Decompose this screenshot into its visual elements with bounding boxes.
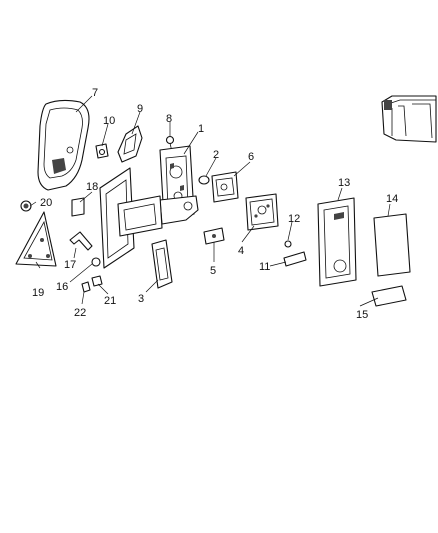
callout-20: 20 <box>40 197 52 209</box>
callout-13: 13 <box>338 177 350 189</box>
callout-8: 8 <box>166 113 172 125</box>
callout-17: 17 <box>64 259 76 271</box>
mirror-arm-part <box>159 195 199 225</box>
callout-12: 12 <box>288 213 300 225</box>
clip-part <box>95 143 109 159</box>
arm-cover-part <box>151 239 173 289</box>
wire-clip-part <box>69 231 93 251</box>
mirror-glass-part <box>373 213 411 277</box>
callout-19: 19 <box>32 287 44 299</box>
mount-screw-part <box>284 240 292 248</box>
callout-10: 10 <box>103 115 115 127</box>
callout-22: 22 <box>74 307 86 319</box>
leader-lines <box>29 95 391 307</box>
small-screw-part <box>81 281 91 293</box>
callout-1: 1 <box>198 123 204 135</box>
retainer-part <box>91 275 103 287</box>
lamp-bar-part <box>283 251 307 267</box>
cover-panel-part <box>117 125 143 163</box>
mirror-housing-part <box>99 167 163 269</box>
callout-5: 5 <box>210 265 216 277</box>
callout-3: 3 <box>138 293 144 305</box>
vehicle-locator-icon <box>381 95 437 143</box>
lower-glass-part <box>371 285 407 307</box>
grommet-part <box>20 200 32 212</box>
callout-15: 15 <box>356 309 368 321</box>
glass-backing-part <box>317 197 357 287</box>
callout-11: 11 <box>259 261 270 273</box>
callout-labels: 7 10 9 8 1 2 6 13 14 15 12 11 4 5 3 18 2… <box>32 87 398 321</box>
callout-2: 2 <box>213 149 219 161</box>
triangle-trim-part <box>15 211 57 267</box>
mirror-cap-part <box>37 99 90 191</box>
callout-14: 14 <box>386 193 398 205</box>
clip-bracket-part <box>203 227 225 245</box>
callout-18: 18 <box>86 181 98 193</box>
spacer-block-part <box>71 197 85 217</box>
motor-plate-part <box>211 171 239 203</box>
glass-motor-part <box>245 193 279 231</box>
callout-16: 16 <box>56 281 68 293</box>
cap-nut-part <box>91 257 101 267</box>
callout-6: 6 <box>248 151 254 163</box>
callout-21: 21 <box>104 295 116 307</box>
pivot-knob-part <box>198 175 210 185</box>
callout-9: 9 <box>137 103 143 115</box>
callout-7: 7 <box>92 87 98 99</box>
callout-4: 4 <box>238 245 244 257</box>
